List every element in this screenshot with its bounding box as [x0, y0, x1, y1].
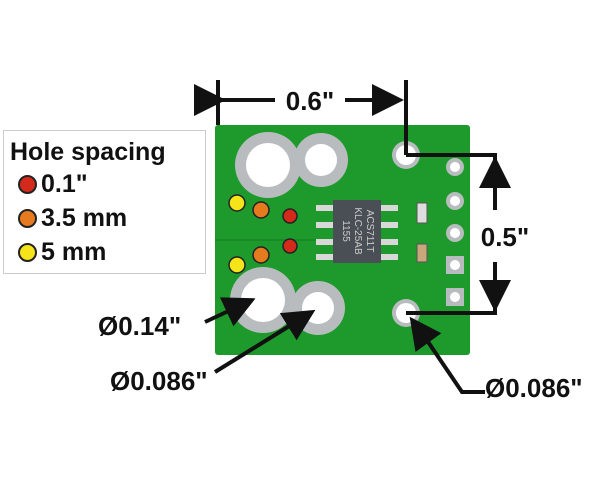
- legend-item-5mm: 5 mm: [18, 235, 199, 269]
- width-label: 0.6": [286, 86, 334, 116]
- height-dimension: [406, 153, 511, 315]
- small-hole-arrow: [213, 309, 316, 374]
- legend-item-label: 0.1": [41, 170, 88, 198]
- chip-text-2: KLC-25AB: [352, 207, 363, 255]
- mount-hole-label: Ø0.086": [485, 373, 583, 403]
- height-label: 0.5": [481, 222, 529, 252]
- legend-title: Hole spacing: [10, 138, 166, 166]
- legend-item-label: 5 mm: [41, 238, 107, 266]
- spacing-dots: [228, 194, 298, 274]
- chip-pins: [316, 205, 398, 260]
- chip-text-3: 1155: [340, 220, 351, 242]
- large-hole-arrow: [204, 297, 256, 327]
- small-hole-bottom: [291, 281, 345, 335]
- chip-text-1: ACS711T: [364, 210, 375, 253]
- large-hole-top: [235, 132, 301, 198]
- large-hole-label: Ø0.14": [98, 311, 181, 341]
- large-hole-bottom: [230, 267, 296, 333]
- legend-item-3.5mm: 3.5 mm: [18, 201, 199, 235]
- chip: [333, 200, 381, 263]
- legend-item-0.1in: 0.1": [18, 167, 199, 201]
- legend-item-label: 3.5 mm: [41, 204, 128, 232]
- red-dot-icon: [18, 174, 37, 194]
- small-hole-label: Ø0.086": [110, 366, 208, 396]
- yellow-dot-icon: [18, 242, 37, 262]
- hole-spacing-legend: Hole spacing 0.1" 3.5 mm 5 mm: [3, 130, 206, 274]
- width-dimension: [194, 80, 408, 155]
- small-hole-top: [294, 133, 348, 187]
- orange-dot-icon: [18, 208, 37, 228]
